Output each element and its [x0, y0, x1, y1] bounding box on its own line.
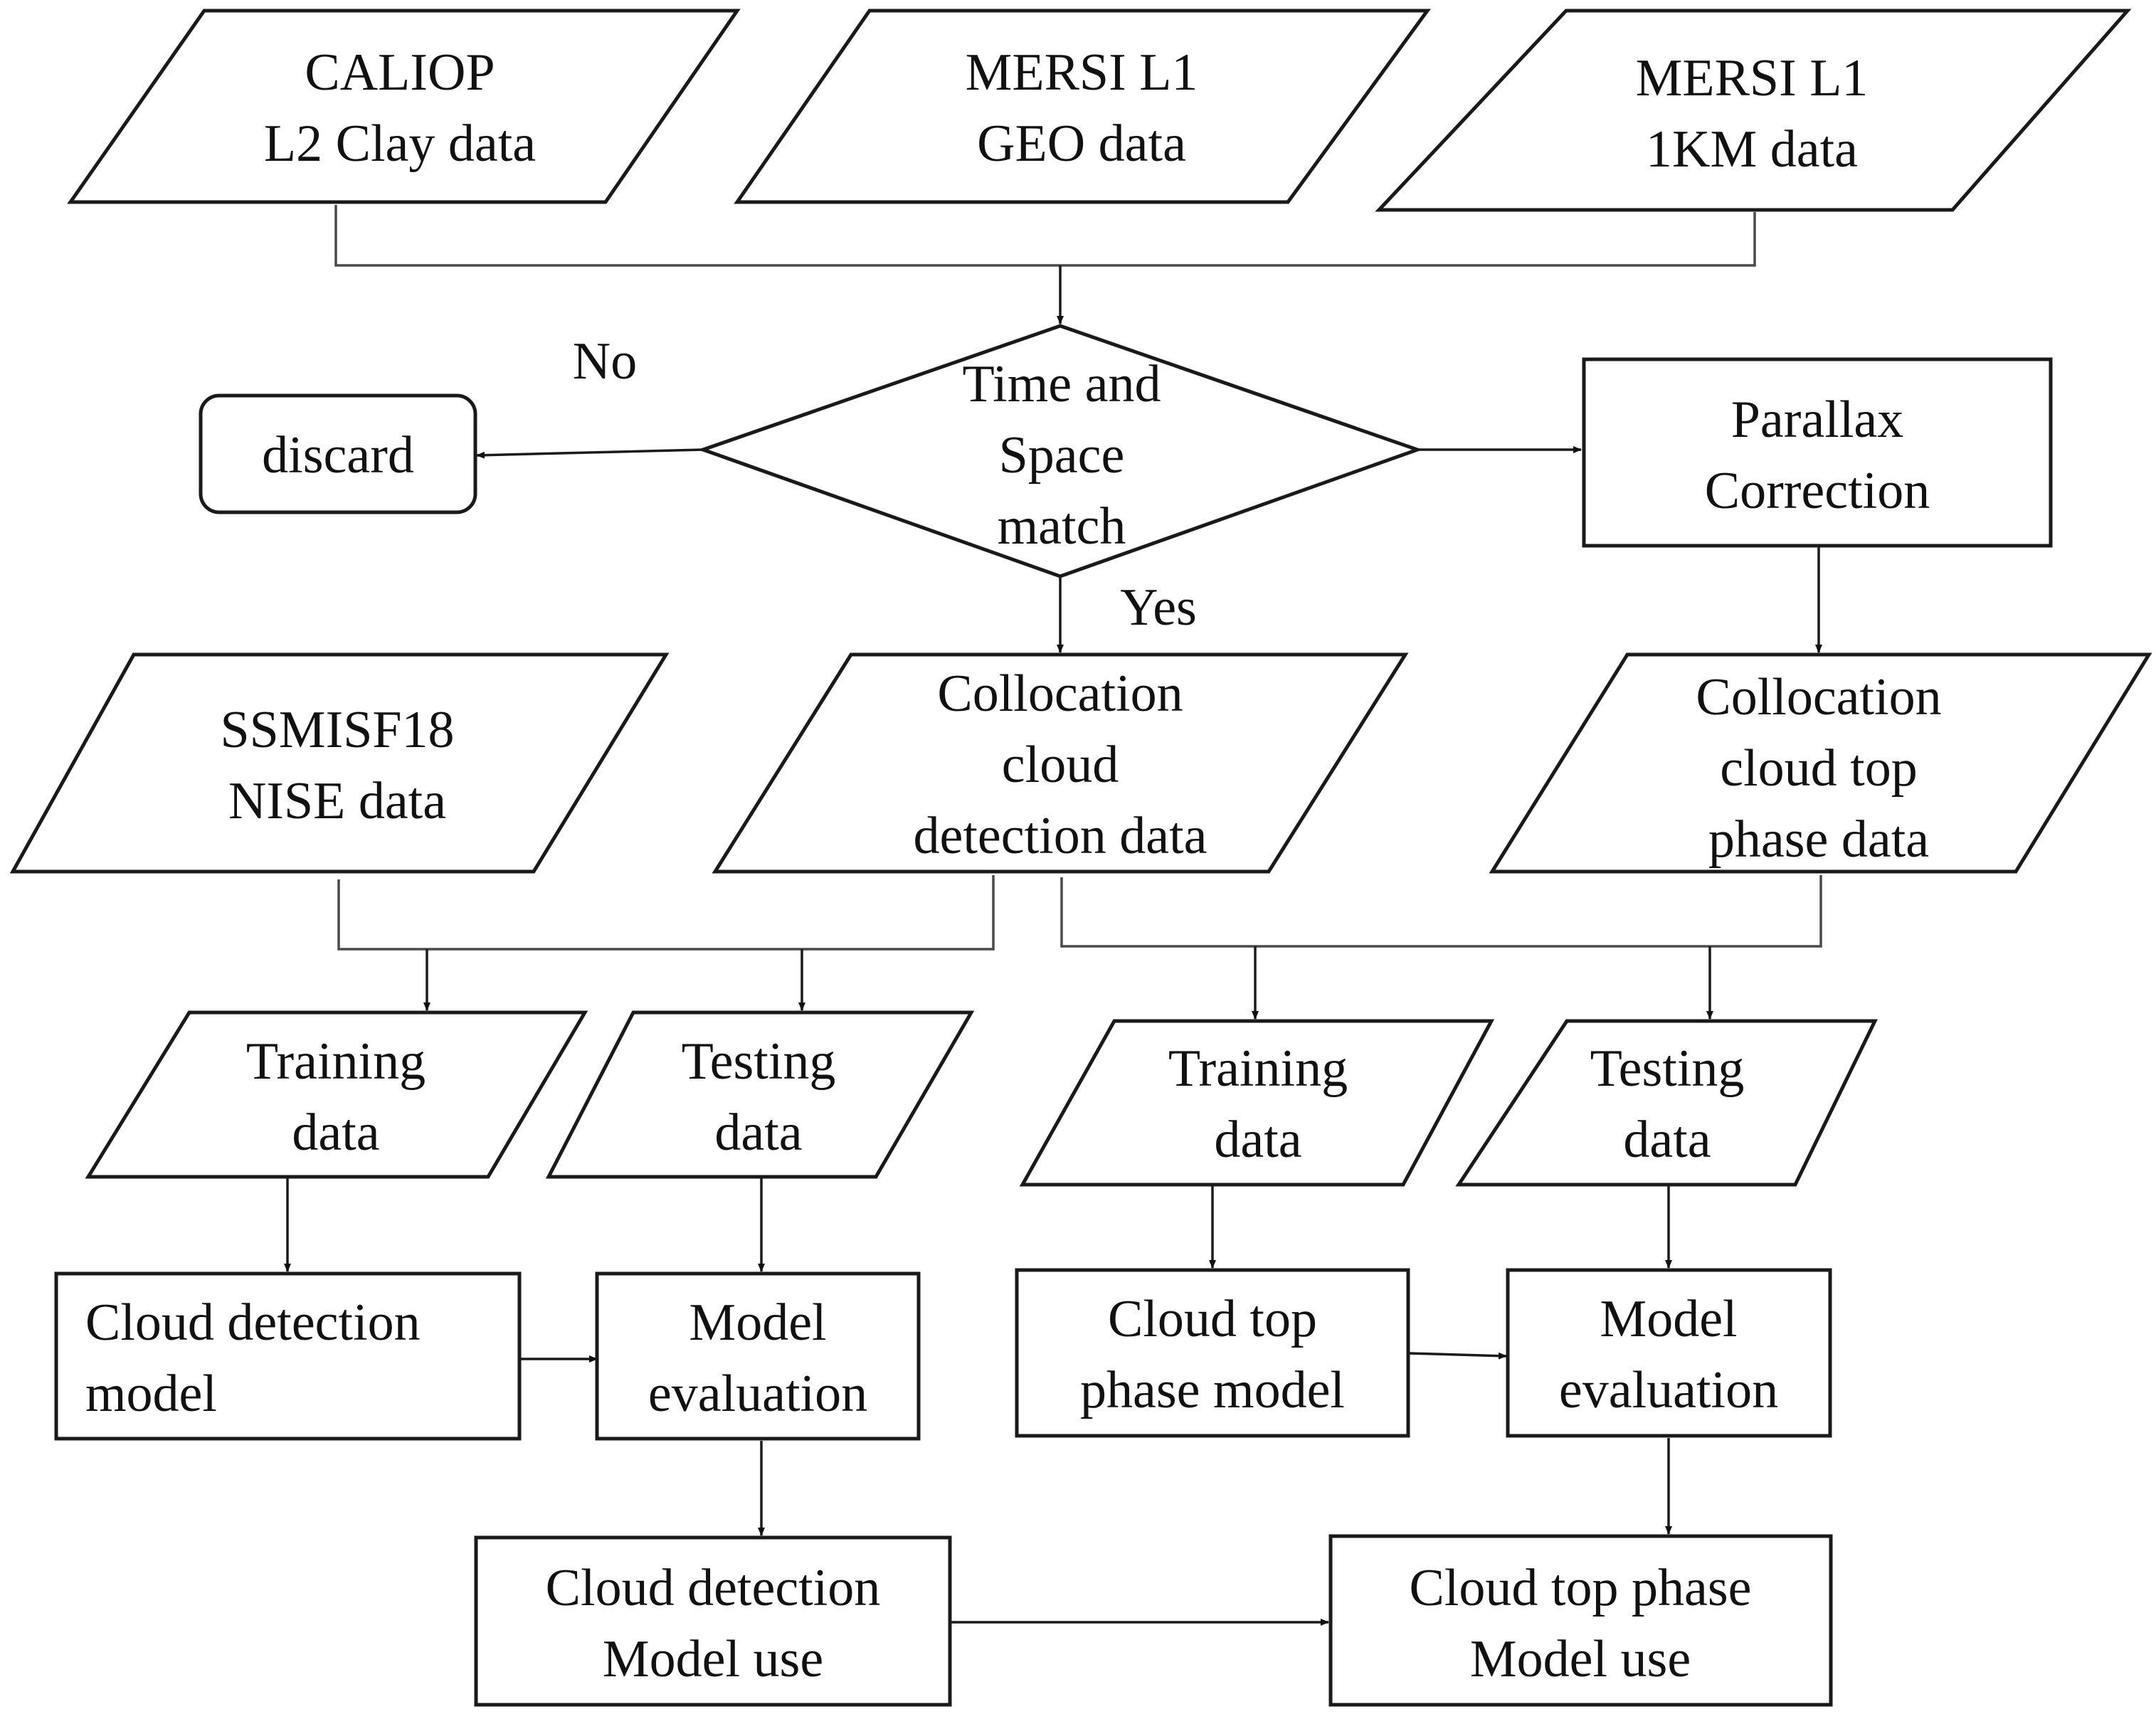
- node-colloc-detect-shape: [712, 652, 1409, 874]
- node-mersi-1km-label-line-2: 1KM data: [1646, 120, 1858, 179]
- node-train-left-label-line-2: data: [292, 1104, 379, 1162]
- connector-ssmis-left-bus: [337, 875, 995, 951]
- node-ssmis-shape: [9, 652, 670, 874]
- node-cd-model-label-line-2: model: [85, 1365, 217, 1423]
- node-colloc-phase-shape: [1489, 652, 2152, 874]
- node-ctp-model-shape: [1015, 1268, 1410, 1438]
- node-cd-model-label: Cloud detection model: [85, 1294, 421, 1423]
- node-test-right-label: Testing data: [1590, 1039, 1745, 1169]
- node-ctp-use-label-line-2: Model use: [1470, 1630, 1691, 1688]
- node-discard-label: discard: [262, 426, 414, 485]
- node-cd-model-shape: [54, 1271, 522, 1441]
- node-decision-label-line-1: Time and: [963, 355, 1161, 413]
- node-colloc-detect-label: Collocation cloud detection data: [914, 665, 1208, 865]
- node-ctp-use-shape: [1328, 1534, 1833, 1707]
- node-mersi-geo-label: MERSI L1 GEO data: [966, 43, 1198, 173]
- node-train-left-label-line-1: Training: [246, 1032, 426, 1091]
- node-test-right-label-line-2: data: [1623, 1111, 1711, 1169]
- node-ctp-model-label: Cloud top phase model: [1080, 1290, 1345, 1419]
- node-caliop-label-line-1: CALIOP: [305, 43, 495, 102]
- node-eval-right-label: Model evaluation: [1559, 1290, 1778, 1419]
- node-ctp-model-label-line-2: phase model: [1080, 1361, 1345, 1419]
- node-eval-right-label-line-1: Model: [1600, 1290, 1737, 1348]
- node-labels: CALIOP L2 Clay data MERSI L1 GEO data MERS…: [85, 43, 1942, 1688]
- node-mersi-1km-label: MERSI L1 1KM data: [1636, 49, 1869, 179]
- arrow-ctp-model-to-eval-right: [1408, 1352, 1507, 1360]
- node-train-right-label: Training data: [1168, 1039, 1348, 1169]
- node-mersi-geo-label-line-2: GEO data: [977, 115, 1186, 173]
- node-train-right-label-line-1: Training: [1168, 1039, 1348, 1098]
- shapes: [9, 9, 2152, 1707]
- node-train-left-shape: [85, 1010, 588, 1179]
- node-decision-label-line-2: Space: [999, 426, 1125, 485]
- node-parallax-label-line-2: Correction: [1705, 462, 1930, 520]
- node-colloc-phase-label-line-2: cloud top: [1720, 739, 1917, 798]
- connector-right-bus: [1060, 875, 1822, 948]
- node-eval-right-label-line-2: evaluation: [1559, 1361, 1778, 1419]
- node-ctp-model-label-line-1: Cloud top: [1108, 1290, 1317, 1348]
- node-colloc-detect-label-line-3: detection data: [914, 807, 1208, 865]
- connectors: [284, 205, 1822, 1626]
- node-colloc-phase-label-line-1: Collocation: [1696, 668, 1941, 726]
- node-parallax-shape: [1582, 357, 2053, 548]
- connector-caliop-merge: [334, 205, 1060, 267]
- node-test-right-shape: [1455, 1019, 1878, 1187]
- node-ctp-use-label-line-1: Cloud top phase: [1410, 1559, 1752, 1617]
- node-colloc-detect-label-line-1: Collocation: [937, 665, 1183, 723]
- node-mersi-geo-shape: [734, 9, 1431, 204]
- node-test-left-label: Testing data: [682, 1032, 836, 1162]
- node-test-left-shape: [545, 1010, 975, 1179]
- node-decision-label-line-3: match: [998, 497, 1126, 556]
- node-decision-shape: [697, 324, 1423, 578]
- node-ssmis-label-line-1: SSMISF18: [220, 701, 454, 759]
- node-train-left-label: Training data: [246, 1032, 426, 1162]
- node-colloc-detect-label-line-2: cloud: [1002, 736, 1119, 794]
- node-test-left-label-line-2: data: [714, 1104, 802, 1162]
- node-mersi-1km-label-line-1: MERSI L1: [1636, 49, 1869, 107]
- branch-label-no: No: [573, 332, 637, 391]
- node-cd-model-label-line-1: Cloud detection: [85, 1294, 421, 1352]
- node-eval-left-label-line-2: evaluation: [648, 1365, 867, 1423]
- node-cd-use-label-line-2: Model use: [603, 1630, 823, 1688]
- node-caliop-shape: [67, 9, 741, 204]
- node-caliop-label: CALIOP L2 Clay data: [264, 43, 536, 173]
- node-test-right-label-line-1: Testing: [1590, 1039, 1745, 1098]
- connector-mersi1km-merge: [1060, 212, 1756, 267]
- node-eval-left-label-line-1: Model: [689, 1294, 826, 1352]
- node-eval-right-shape: [1506, 1268, 1832, 1438]
- node-discard-shape: [199, 393, 477, 514]
- node-cd-use-shape: [474, 1535, 952, 1707]
- branch-label-yes: Yes: [1120, 578, 1197, 637]
- node-eval-left-label: Model evaluation: [648, 1294, 867, 1423]
- node-discard-label-line-1: discard: [262, 426, 414, 485]
- node-parallax-label-line-1: Parallax: [1731, 391, 1903, 449]
- node-eval-left-shape: [595, 1271, 921, 1441]
- node-train-right-label-line-2: data: [1214, 1111, 1301, 1169]
- node-mersi-1km-shape: [1375, 9, 2132, 212]
- node-mersi-geo-label-line-1: MERSI L1: [966, 43, 1198, 102]
- node-cd-use-label-line-1: Cloud detection: [546, 1559, 881, 1617]
- node-train-right-shape: [1019, 1019, 1495, 1187]
- node-ssmis-label-line-2: NISE data: [228, 772, 446, 830]
- node-colloc-phase-label-line-3: phase data: [1708, 810, 1929, 869]
- node-test-left-label-line-1: Testing: [682, 1032, 836, 1091]
- node-colloc-phase-label: Collocation cloud top phase data: [1696, 668, 1941, 869]
- arrow-decision-to-discard: [476, 448, 704, 459]
- node-caliop-label-line-2: L2 Clay data: [264, 115, 536, 173]
